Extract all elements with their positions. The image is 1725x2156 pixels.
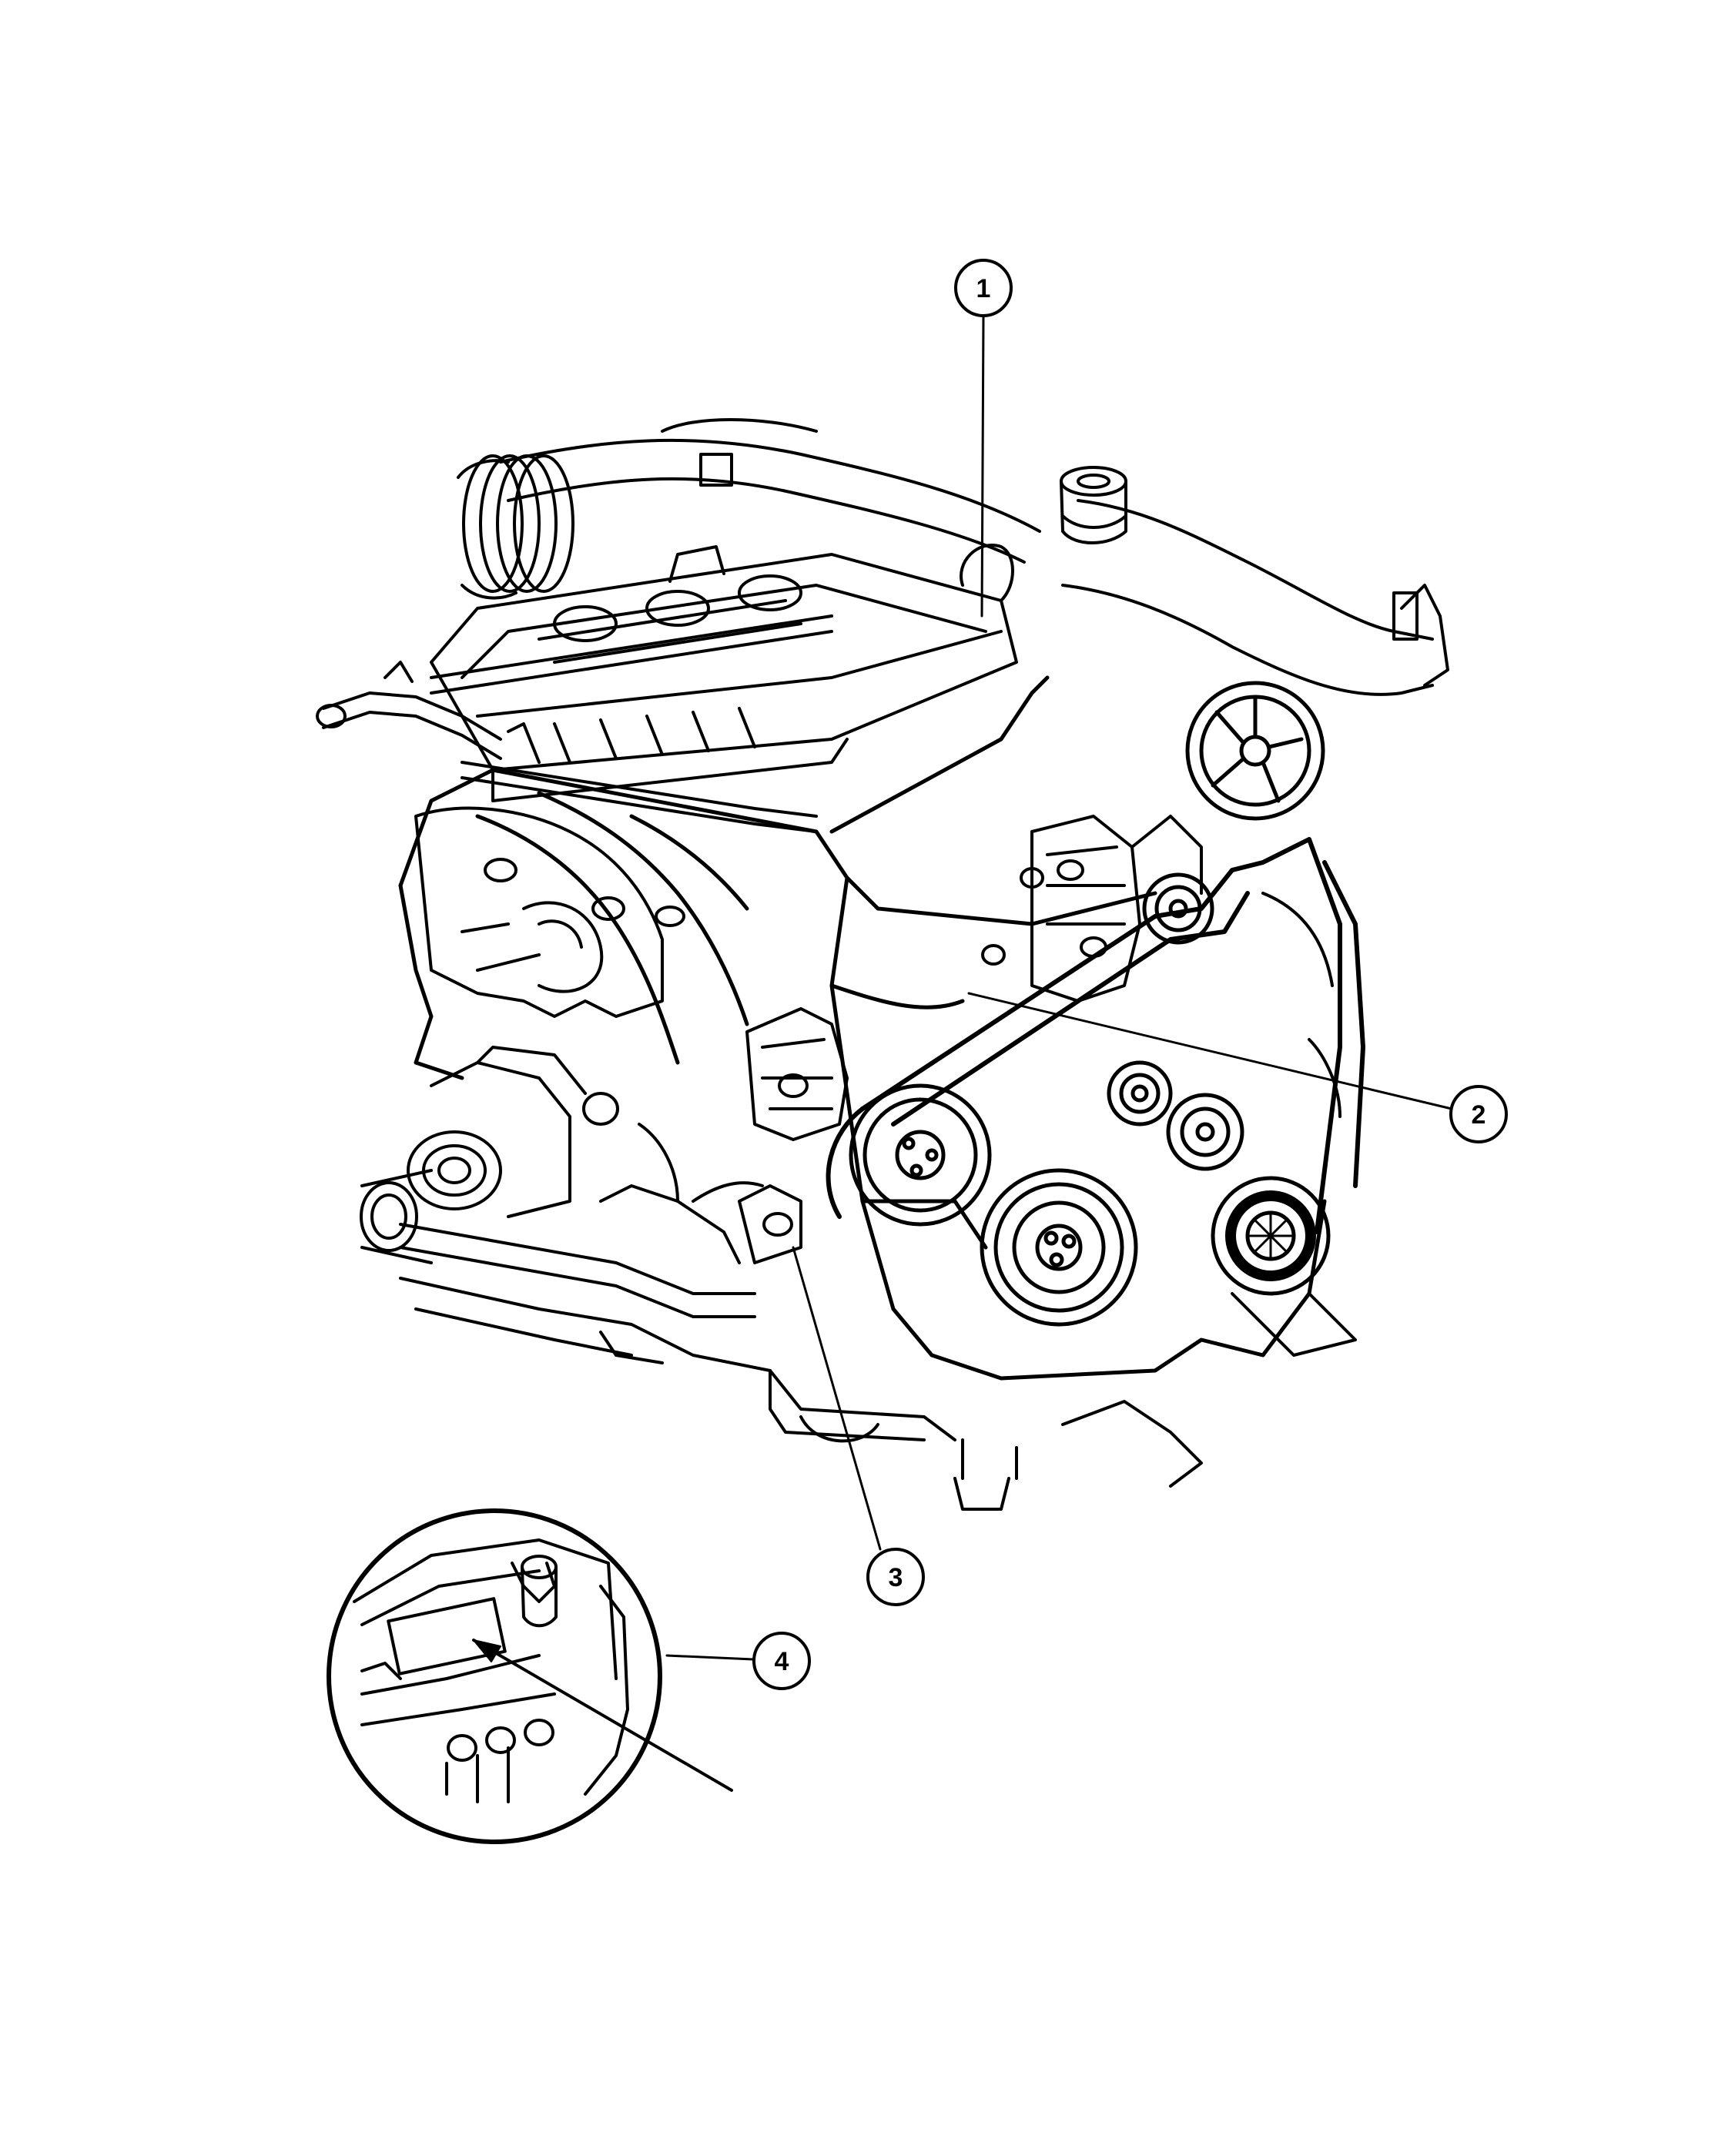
callout-label: 3 — [889, 1563, 903, 1592]
callout-2: 2 — [1449, 1085, 1508, 1143]
accessory-bracket — [599, 1007, 849, 1264]
small-idler-pulley — [1107, 1060, 1173, 1127]
oil-pan — [399, 1277, 1203, 1488]
inset-arrow — [472, 1639, 733, 1792]
callout-label: 4 — [775, 1647, 789, 1676]
callout-4: 4 — [752, 1632, 811, 1690]
lower-hoses — [953, 892, 1357, 1511]
intake-duct — [457, 418, 1041, 600]
callout-1: 1 — [954, 259, 1013, 317]
callout-circle — [866, 1548, 925, 1606]
water-pump-pulley — [1166, 1093, 1244, 1171]
tensioner-pulley — [1142, 872, 1214, 945]
callout-circle — [752, 1632, 811, 1690]
alternator-mount — [981, 815, 1203, 1003]
crankshaft-pulley — [980, 1168, 1138, 1327]
upper-idler-pulley — [1185, 681, 1325, 821]
engine-illustration — [316, 418, 1449, 1511]
power-steering-pulley — [849, 1083, 992, 1227]
callout-label: 1 — [976, 274, 991, 303]
leader-line-3 — [792, 1246, 882, 1551]
engine-block — [398, 675, 1327, 1381]
leader-line-4 — [665, 1654, 755, 1661]
leader-line-1 — [980, 314, 985, 618]
detail-inset — [327, 1508, 733, 1844]
oil-filter-housing — [360, 1046, 756, 1318]
inset-engine-detail — [353, 1538, 629, 1803]
leader-lines — [665, 314, 1453, 1661]
valve-cover — [430, 544, 1018, 802]
callout-label: 2 — [1472, 1100, 1486, 1130]
callout-3: 3 — [866, 1548, 925, 1606]
alternator-pulley — [1211, 1176, 1331, 1296]
leader-line-2 — [967, 992, 1453, 1110]
callout-circle — [954, 259, 1013, 317]
callout-circle — [1449, 1085, 1508, 1143]
exhaust-heat-shield — [414, 806, 685, 1018]
serpentine-belt — [826, 837, 1365, 1234]
upper-radiator-hose — [1060, 466, 1449, 696]
